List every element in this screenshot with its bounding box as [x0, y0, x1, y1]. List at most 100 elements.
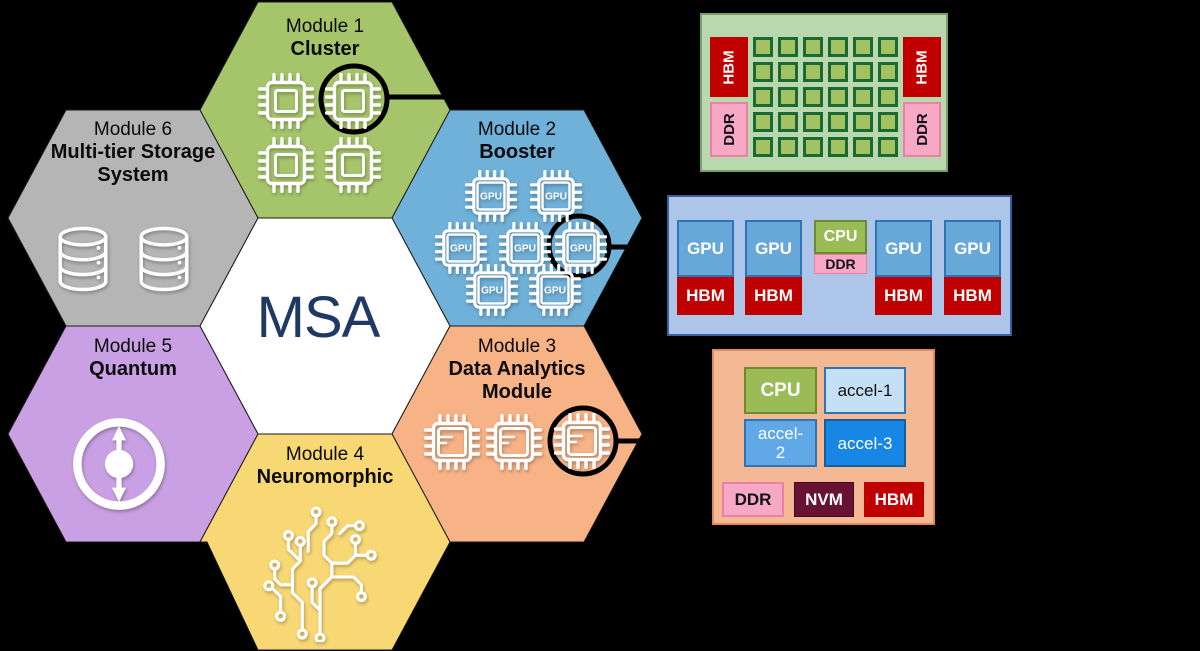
gpu-chip-label: GPU: [544, 286, 566, 297]
cluster-grid-cell: [828, 62, 848, 82]
module1-title: Module 1 Cluster: [225, 15, 425, 61]
accelerator-chip-icon: [424, 414, 480, 470]
hbm-block: HBM: [745, 277, 802, 315]
cluster-grid-cell: [778, 112, 798, 132]
cluster-grid-cell: [778, 37, 798, 57]
analytics-detail-board: CPU accel-1 accel-2 accel-3 DDR NVM HBM: [712, 349, 935, 525]
ddr-label: DDR: [913, 113, 931, 146]
module3-name: Module 3: [477, 336, 557, 357]
cluster-grid-cell: [753, 62, 773, 82]
gpu-block: GPU: [875, 220, 932, 277]
nvm-block: NVM: [794, 482, 854, 517]
cluster-grid-cell: [878, 87, 898, 107]
hbm-block: HBM: [944, 277, 1001, 315]
cluster-grid-cell: [853, 37, 873, 57]
gpu-block: GPU: [677, 220, 734, 277]
gpu-chip-icon: GPU: [465, 170, 517, 222]
gpu-chip-icon: GPU: [555, 222, 607, 274]
brain-circuit-icon: [263, 506, 377, 642]
cluster-grid-cell: [853, 112, 873, 132]
zoom-circle-booster: [546, 213, 612, 279]
cluster-grid-cell: [803, 87, 823, 107]
cluster-grid-cell: [828, 37, 848, 57]
accelerator-chip-icon: [554, 413, 610, 469]
cluster-grid-cell: [878, 137, 898, 157]
cluster-grid-cell: [778, 87, 798, 107]
module1-type: Cluster: [290, 38, 360, 60]
gpu-chip-label: GPU: [570, 244, 592, 255]
gpu-chip-label: GPU: [481, 286, 503, 297]
cluster-chip-grid: [753, 37, 898, 157]
cpu-chip-icon: [325, 73, 381, 129]
gpu-block: GPU: [944, 220, 1001, 277]
ddr-block: DDR: [903, 102, 941, 157]
module3-title: Module 3 Data Analytics Module: [432, 335, 602, 404]
booster-detail-board: GPU HBM GPU HBM CPU DDR GPU HBM GPU HBM: [667, 195, 1012, 336]
database-icon: [139, 226, 189, 292]
module4-title: Module 4 Neuromorphic: [225, 443, 425, 489]
cpu-block: CPU: [744, 367, 817, 414]
cpu-chip-icon: [325, 137, 381, 193]
gpu-chip-label: GPU: [450, 244, 472, 255]
gpu-block: GPU: [745, 220, 802, 277]
gpu-chip-icon: GPU: [499, 222, 551, 274]
module2-name: Module 2: [477, 119, 557, 140]
module5-title: Module 5 Quantum: [33, 335, 233, 381]
ddr-block: DDR: [722, 482, 784, 517]
qubit-icon: [73, 418, 165, 510]
gpu-chip-icon: GPU: [466, 264, 518, 316]
cluster-grid-cell: [753, 137, 773, 157]
module6-name: Module 6: [93, 119, 173, 140]
module4-type: Neuromorphic: [256, 466, 394, 488]
module4-name: Module 4: [285, 444, 365, 465]
ddr-block: DDR: [710, 102, 748, 157]
cpu-block: CPU: [814, 220, 867, 254]
accel3-block: accel-3: [824, 419, 906, 467]
gpu-chip-icon: GPU: [529, 264, 581, 316]
cluster-grid-cell: [753, 37, 773, 57]
module1-name: Module 1: [285, 16, 365, 37]
cluster-grid-cell: [778, 62, 798, 82]
cluster-grid-cell: [803, 62, 823, 82]
cluster-grid-cell: [828, 112, 848, 132]
module2-title: Module 2 Booster: [417, 118, 617, 164]
cpu-chip-icon: [258, 73, 314, 129]
cluster-grid-cell: [803, 112, 823, 132]
cluster-grid-cell: [803, 137, 823, 157]
module5-type: Quantum: [89, 358, 177, 380]
module5-name: Module 5: [93, 336, 173, 357]
module2-type: Booster: [479, 141, 555, 163]
module6-type: Multi-tier Storage System: [50, 141, 216, 186]
accel2-block: accel-2: [744, 419, 817, 467]
cluster-grid-cell: [878, 37, 898, 57]
cluster-grid-cell: [853, 87, 873, 107]
gpu-chip-label: GPU: [545, 192, 567, 203]
gpu-chip-icon: GPU: [435, 222, 487, 274]
hbm-label: HBM: [913, 49, 931, 85]
hbm-block: HBM: [677, 277, 734, 315]
hbm-block: HBM: [864, 482, 924, 517]
gpu-chip-label: GPU: [480, 192, 502, 203]
cluster-grid-cell: [878, 112, 898, 132]
cluster-grid-cell: [778, 137, 798, 157]
cluster-grid-cell: [828, 137, 848, 157]
hbm-label: HBM: [720, 49, 738, 85]
cluster-grid-cell: [803, 37, 823, 57]
module3-type: Data Analytics Module: [448, 358, 586, 403]
accelerator-chip-icon: [486, 414, 542, 470]
hbm-block: HBM: [903, 37, 941, 97]
ddr-label: DDR: [720, 113, 738, 146]
hbm-block: HBM: [710, 37, 748, 97]
ddr-block: DDR: [814, 254, 867, 274]
gpu-chip-label: GPU: [514, 244, 536, 255]
cluster-grid-cell: [853, 137, 873, 157]
cluster-grid-cell: [753, 112, 773, 132]
module6-title: Module 6 Multi-tier Storage System: [48, 118, 218, 187]
hbm-block: HBM: [875, 277, 932, 315]
zoom-circle-analytics: [547, 405, 619, 477]
msa-center-label: MSA: [256, 285, 381, 350]
accel1-block: accel-1: [824, 367, 906, 414]
cluster-grid-cell: [853, 62, 873, 82]
